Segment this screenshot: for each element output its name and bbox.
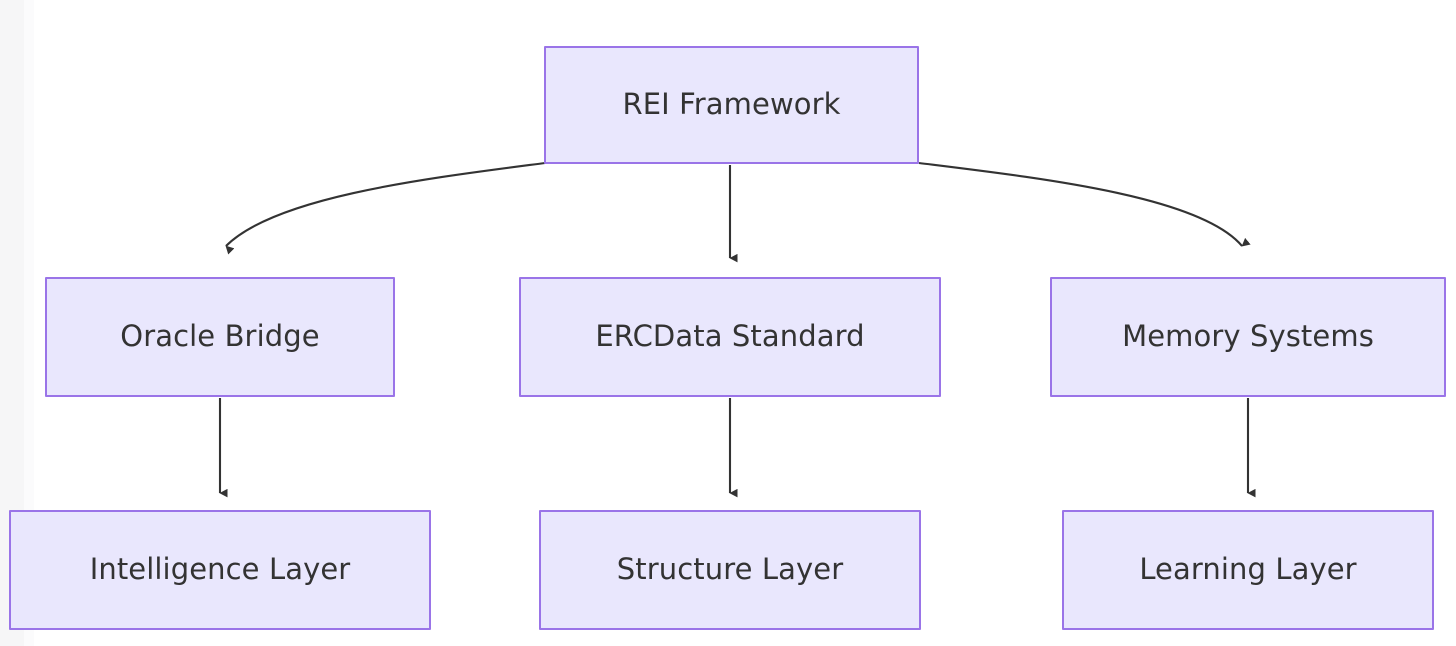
node-label: Intelligence Layer xyxy=(89,552,351,587)
node-oracle-bridge[interactable]: Oracle Bridge xyxy=(45,277,395,397)
node-structure-layer[interactable]: Structure Layer xyxy=(539,510,921,630)
node-rei-framework[interactable]: REI Framework xyxy=(544,46,919,164)
edge-rei-to-oracle xyxy=(225,161,546,255)
node-label: Memory Systems xyxy=(1122,319,1374,354)
node-intelligence-layer[interactable]: Intelligence Layer xyxy=(9,510,431,630)
node-label: REI Framework xyxy=(622,87,841,122)
node-ercdata-standard[interactable]: ERCData Standard xyxy=(519,277,941,397)
node-label: ERCData Standard xyxy=(595,319,865,354)
node-label: Structure Layer xyxy=(616,552,844,587)
node-memory-systems[interactable]: Memory Systems xyxy=(1050,277,1446,397)
node-learning-layer[interactable]: Learning Layer xyxy=(1062,510,1434,630)
node-label: Learning Layer xyxy=(1139,552,1357,587)
edge-rei-to-memory xyxy=(918,161,1251,247)
node-label: Oracle Bridge xyxy=(120,319,320,354)
canvas-left-gutter-fade xyxy=(24,0,34,646)
